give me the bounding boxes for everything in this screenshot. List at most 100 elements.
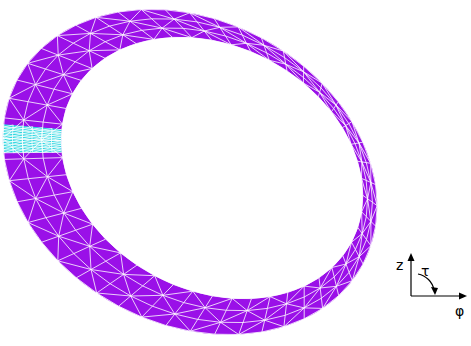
mesh-edge	[24, 159, 48, 177]
mesh-edge	[41, 48, 58, 55]
mesh-edge	[9, 98, 28, 101]
mesh-edge	[75, 62, 92, 69]
mesh-edge	[270, 297, 286, 304]
mesh-edge	[331, 109, 333, 112]
mesh-edge	[28, 85, 35, 102]
mesh-edge	[152, 306, 174, 314]
mesh-edge	[23, 129, 33, 131]
mesh-edge	[346, 126, 359, 143]
mesh-edge	[366, 217, 371, 222]
mesh-edge	[285, 58, 304, 72]
mesh-edge	[371, 163, 376, 184]
mesh-edge	[319, 278, 320, 288]
mesh-edge	[197, 22, 204, 31]
mesh-edge	[17, 80, 36, 85]
mesh-edge	[141, 10, 174, 20]
mesh-edge	[372, 202, 377, 206]
mesh-edge	[59, 213, 64, 236]
mesh-edge	[32, 133, 42, 135]
mesh-edge	[205, 308, 220, 323]
mesh-edge	[4, 150, 13, 153]
mesh-edge	[368, 183, 371, 199]
mesh-edge	[323, 286, 337, 308]
mesh-edge	[28, 102, 47, 105]
mesh-edge	[131, 296, 142, 317]
mesh-edge	[137, 265, 155, 276]
mesh-edge	[73, 33, 90, 43]
mesh-edge	[261, 38, 283, 51]
mesh-edge	[13, 142, 23, 145]
mesh-edge	[42, 145, 52, 147]
mesh-edge	[336, 286, 338, 295]
mesh-edge	[36, 85, 48, 106]
mesh-edge	[163, 285, 174, 296]
mesh-edge	[175, 303, 184, 314]
mesh-edge	[334, 277, 336, 286]
mesh-edge	[106, 239, 121, 253]
mesh-edge	[9, 98, 24, 120]
mesh-edge	[346, 242, 352, 264]
mesh-edge	[351, 144, 362, 162]
mesh-edge	[22, 140, 32, 142]
mesh-edge	[42, 130, 52, 132]
mesh-edge	[3, 128, 13, 130]
mesh-edge	[303, 78, 304, 84]
mesh-edge	[13, 150, 22, 153]
mesh-edge	[22, 132, 32, 134]
z-axis	[410, 258, 411, 296]
axis-label: φ	[455, 304, 464, 318]
mesh-edge	[242, 35, 264, 45]
mesh-edge	[346, 264, 349, 272]
mesh-edge	[123, 21, 130, 35]
mesh-edge	[363, 142, 371, 163]
mesh-edge	[3, 147, 13, 150]
mesh-edge	[320, 92, 332, 112]
mesh-edge	[142, 30, 154, 39]
mesh-edge	[183, 28, 192, 37]
mesh-edge	[190, 319, 197, 331]
mesh-edge	[336, 102, 338, 105]
mesh-edge	[52, 138, 62, 140]
mesh-edge	[36, 85, 55, 90]
mesh-edge	[264, 45, 286, 64]
mesh-edge	[47, 105, 62, 124]
mesh-edge	[371, 226, 376, 246]
mesh-edge	[90, 224, 93, 246]
mesh-edge	[215, 334, 239, 335]
mesh-edge	[286, 64, 304, 83]
mesh-edge	[359, 246, 371, 257]
mesh-edge	[52, 130, 62, 132]
mesh-edge	[91, 270, 124, 275]
mesh-edge	[33, 150, 43, 153]
mesh-edge	[165, 10, 189, 13]
mesh-edge	[73, 80, 82, 93]
mesh-edge	[284, 308, 304, 327]
mesh-edge	[270, 292, 288, 296]
mesh-edge	[42, 129, 52, 131]
mesh-edge	[13, 139, 23, 141]
mesh-edge	[75, 51, 89, 62]
mesh-edge	[362, 217, 366, 234]
mesh-edge	[63, 75, 81, 81]
mesh-edge	[352, 264, 363, 281]
mesh-edge	[304, 286, 320, 288]
mesh-edge	[67, 175, 73, 192]
mesh-edge	[226, 310, 247, 311]
mesh-edge	[46, 69, 64, 75]
mesh-edge	[232, 298, 251, 299]
mesh-edge	[74, 246, 90, 253]
mesh-edge	[76, 25, 91, 33]
mesh-edge	[304, 288, 320, 297]
mesh-edge	[355, 142, 359, 144]
mesh-edge	[43, 157, 62, 159]
mesh-edge	[41, 36, 57, 49]
mesh-edge	[358, 228, 362, 234]
mesh-edge	[46, 213, 64, 218]
mesh-edge	[321, 83, 322, 88]
phi-axis	[411, 295, 462, 296]
mesh-edge	[363, 195, 368, 199]
mesh-edge	[22, 134, 32, 136]
mesh-edge	[304, 72, 320, 93]
mesh-edge	[342, 128, 351, 145]
mesh-edge	[17, 63, 28, 80]
